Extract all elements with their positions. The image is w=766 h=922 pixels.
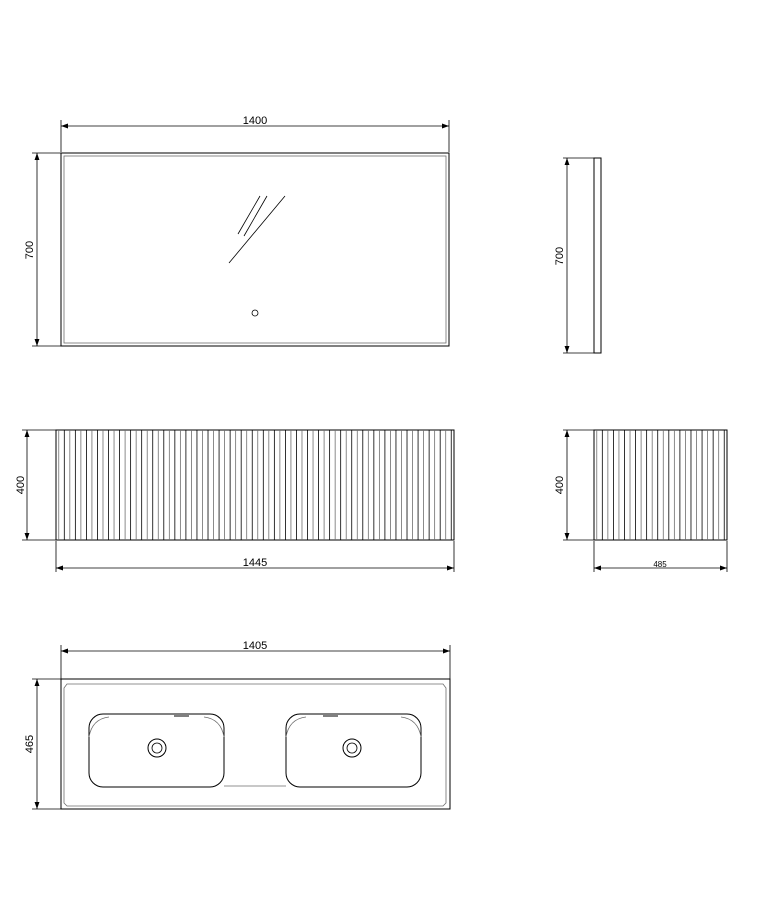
left-basin-rim — [88, 716, 225, 738]
basin-top-view: 1405 465 — [24, 640, 451, 810]
left-basin-bowl — [88, 713, 225, 788]
mirror-side-view: 700 — [554, 157, 602, 354]
mirror-front-view: 1400 700 — [24, 115, 450, 347]
countertop-inner-edge — [63, 683, 447, 807]
sensor-button-icon — [251, 309, 259, 317]
mirror-glass — [63, 155, 447, 344]
countertop-outline — [60, 678, 451, 810]
basin-depth-label: 465 — [24, 735, 36, 753]
right-drain-inner-icon — [346, 742, 358, 754]
right-drain-icon — [342, 738, 362, 758]
cabinet-width-label: 1445 — [243, 557, 267, 569]
cabinet-side-height-label: 400 — [554, 476, 566, 494]
cabinet-fluting — [58, 430, 452, 540]
basin-width-label: 1405 — [243, 640, 267, 652]
right-basin-bowl — [285, 713, 422, 788]
right-basin-rim — [285, 716, 422, 738]
left-drain-icon — [147, 738, 167, 758]
left-basin — [88, 713, 225, 788]
mirror-frame — [60, 152, 450, 347]
reflection-marks-icon — [228, 195, 286, 264]
cabinet-depth-label: 485 — [653, 560, 667, 569]
mirror-height-label: 700 — [24, 241, 36, 259]
cabinet-side-fluting — [596, 430, 725, 540]
right-basin — [285, 713, 422, 788]
mirror-width-label: 1400 — [243, 115, 267, 127]
cabinet-side-view: 400 485 — [554, 429, 728, 572]
mirror-side-profile — [593, 157, 602, 354]
cabinet-side-body — [593, 429, 728, 541]
mirror-side-height-label: 700 — [554, 247, 566, 265]
cabinet-height-label: 400 — [15, 476, 27, 494]
cabinet-front-view: 400 1445 — [15, 429, 455, 572]
cabinet-front-body — [55, 429, 455, 541]
left-drain-inner-icon — [151, 742, 163, 754]
